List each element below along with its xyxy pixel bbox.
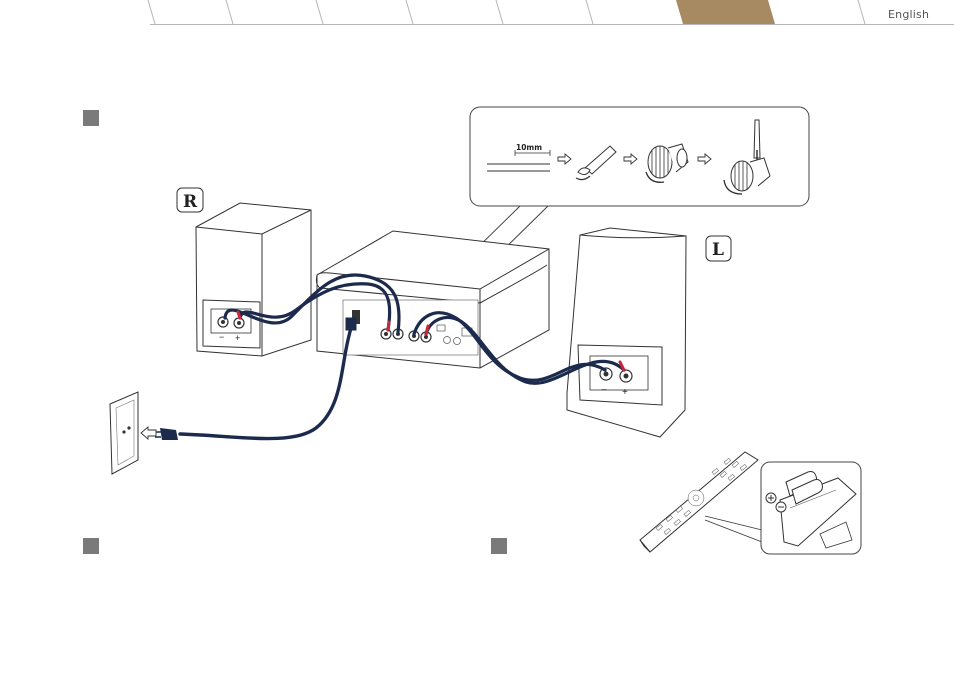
step-marker-2 [83,538,99,554]
terminal-minus-label-left: − [601,385,607,396]
battery-inset [760,461,862,555]
power-inlet [352,310,360,324]
terminal-tighten-icon [723,119,771,195]
arrow-right-icon [697,153,712,165]
speaker-cable-right [223,273,401,334]
terminal-loosen-icon [645,143,689,183]
power-plug-icon [155,428,178,440]
battery-icon [785,471,823,505]
arrow-right-icon [557,153,572,165]
strip-length-label: 10mm [516,143,542,152]
twist-wire-icon [575,145,617,181]
arrow-left-icon [140,426,157,440]
wire-preparation-panel: 10mm [413,106,810,313]
battery-plus-icon [765,492,777,504]
terminal-minus-label-right: − [219,332,224,342]
power-cable [178,317,357,441]
amplifier-unit [315,230,550,369]
stripped-wire: 10mm [487,143,551,172]
speaker-right-badge: R [176,187,204,213]
language-label: English [888,8,930,21]
terminal-plus-label-right: + [235,333,240,343]
step-marker-1 [83,110,99,126]
remote-control [639,451,763,553]
speaker-terminals [380,328,432,343]
arrow-right-icon [623,153,638,165]
svg-text:R: R [183,192,198,212]
speaker-left: − + [566,227,687,438]
speaker-left-badge: L [705,235,732,262]
speaker-right: − + [195,202,312,357]
step-marker-3 [491,538,507,554]
speaker-cable-left [412,311,626,385]
tab-active[interactable] [676,0,775,24]
svg-text:L: L [712,240,724,260]
top-tab-bar [147,0,954,25]
terminal-plus-label-left: + [622,387,628,398]
wall-outlet [109,391,139,475]
tab-divider [225,0,234,25]
battery-minus-icon [775,501,787,513]
